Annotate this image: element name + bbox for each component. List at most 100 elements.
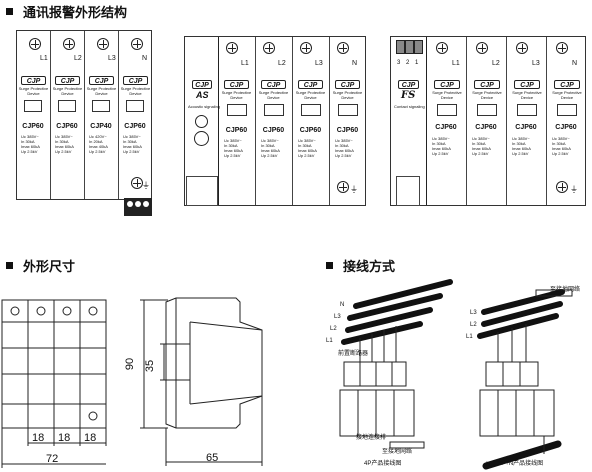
model-label: CJP60 (56, 123, 78, 130)
line-label: N (142, 55, 148, 62)
status-window (264, 104, 284, 116)
wiring-drawing (339, 279, 573, 470)
status-window (477, 104, 497, 116)
breaker-label: 前置断路器 (338, 351, 369, 357)
screw-terminal-icon (476, 42, 488, 54)
model-label: CJP60 (225, 127, 248, 134)
model-label: CJP60 (475, 124, 497, 131)
device1-module-3 (85, 31, 119, 199)
wiring-heading: 接线方式 (326, 256, 395, 275)
pe-label-right: 至接地网络 (550, 287, 581, 293)
total-height: 90 (124, 357, 137, 371)
bus-bar-l2-right (481, 301, 563, 327)
bus-bar-n (353, 279, 453, 309)
screw-terminal-icon (337, 42, 349, 54)
right-line-label: L2 (470, 322, 477, 328)
device3-aux-module (391, 37, 427, 205)
device3-module-3 (507, 37, 547, 205)
module-subtitle: Surge Protective Device (332, 90, 363, 100)
device3-module-2 (467, 37, 507, 205)
screw-terminal-icon (97, 38, 109, 50)
cjp-logo: CJP (123, 76, 148, 85)
bullet-icon (326, 262, 333, 269)
ground-icon: ⏚ (350, 185, 358, 194)
left-line-label: L1 (326, 338, 333, 344)
bus-bar-l3-right (481, 289, 565, 315)
bus-bar-l1 (341, 321, 423, 345)
structure-heading: 通讯报警外形结构 (6, 2, 127, 21)
device1-module-2 (51, 31, 85, 199)
aux-function-text: Acoustic signaling (188, 104, 221, 109)
bus-bar-l2 (345, 307, 433, 333)
status-window (338, 104, 358, 116)
cjp-logo: CJP (335, 80, 360, 89)
device2-module-4 (330, 37, 367, 205)
screw-terminal-icon (516, 42, 528, 54)
line-label: L1 (40, 55, 48, 62)
contact-label: 3 (397, 60, 401, 66)
status-window (227, 104, 247, 116)
cjp-logo: CJP (474, 80, 500, 89)
model-label: CJP60 (262, 127, 285, 134)
screw-terminal-icon (131, 38, 143, 50)
ground-bar-label: 接地连接排 (356, 435, 387, 441)
cjp-logo: CJP (514, 80, 540, 89)
bus-bar-n-right (482, 440, 562, 470)
line-label: L3 (108, 55, 116, 62)
left-breaker (343, 361, 407, 387)
device3-module-4 (547, 37, 587, 205)
line-label: L2 (74, 55, 82, 62)
screw-terminal-icon (436, 42, 448, 54)
right-line-label: L3 (470, 310, 477, 316)
left-caption: 4P产品接线图 (364, 461, 402, 467)
contact-label: 1 (415, 60, 419, 66)
buzzer-icon (194, 131, 209, 146)
device3-module-1 (427, 37, 467, 205)
screw-terminal-icon (263, 42, 275, 54)
screw-terminal-icon (556, 42, 568, 54)
left-line-label: L2 (330, 326, 337, 332)
device2-module-3 (293, 37, 330, 205)
cjp-logo: CJP (192, 80, 212, 89)
module-subtitle: Surge Protective Device (120, 86, 151, 96)
line-label: L1 (452, 60, 460, 67)
cjp-logo: CJP (298, 80, 323, 89)
model-label: CJP60 (555, 124, 577, 131)
module-subtitle: Surge Protective Device (18, 86, 49, 96)
line-label: N (352, 60, 358, 67)
wiring-heading-text: 接线方式 (343, 260, 396, 275)
device2 (184, 36, 366, 206)
module-width-1: 18 (32, 432, 45, 444)
cjp-logo: CJP (55, 76, 80, 85)
bus-bar-l3 (347, 293, 443, 321)
cjp-logo: CJP (434, 80, 460, 89)
dimensions-heading: 外形尺寸 (6, 256, 75, 275)
n-label: N (486, 462, 491, 468)
status-window (301, 104, 321, 116)
right-line-label: L1 (466, 334, 473, 340)
status-window (557, 104, 577, 116)
dimension-drawing (1, 297, 263, 468)
ground-icon: ⏚ (570, 185, 578, 194)
aux-function-text: Contact signaling (394, 104, 425, 109)
indicator-lamp-icon (195, 115, 208, 128)
bullet-icon (6, 262, 13, 269)
model-label: CJP40 (90, 123, 112, 130)
status-window (517, 104, 537, 116)
device2-module-1 (219, 37, 256, 205)
device3 (390, 36, 586, 206)
aux-model-name: AS (196, 90, 209, 100)
front-height: 35 (144, 359, 157, 373)
line-label: L3 (315, 60, 323, 67)
dimensions-heading-text: 外形尺寸 (23, 260, 76, 275)
cjp-logo: CJP (261, 80, 286, 89)
pe-label: 至接地网络 (382, 449, 413, 455)
model-label: CJP60 (124, 123, 146, 130)
bullet-icon (6, 8, 13, 15)
